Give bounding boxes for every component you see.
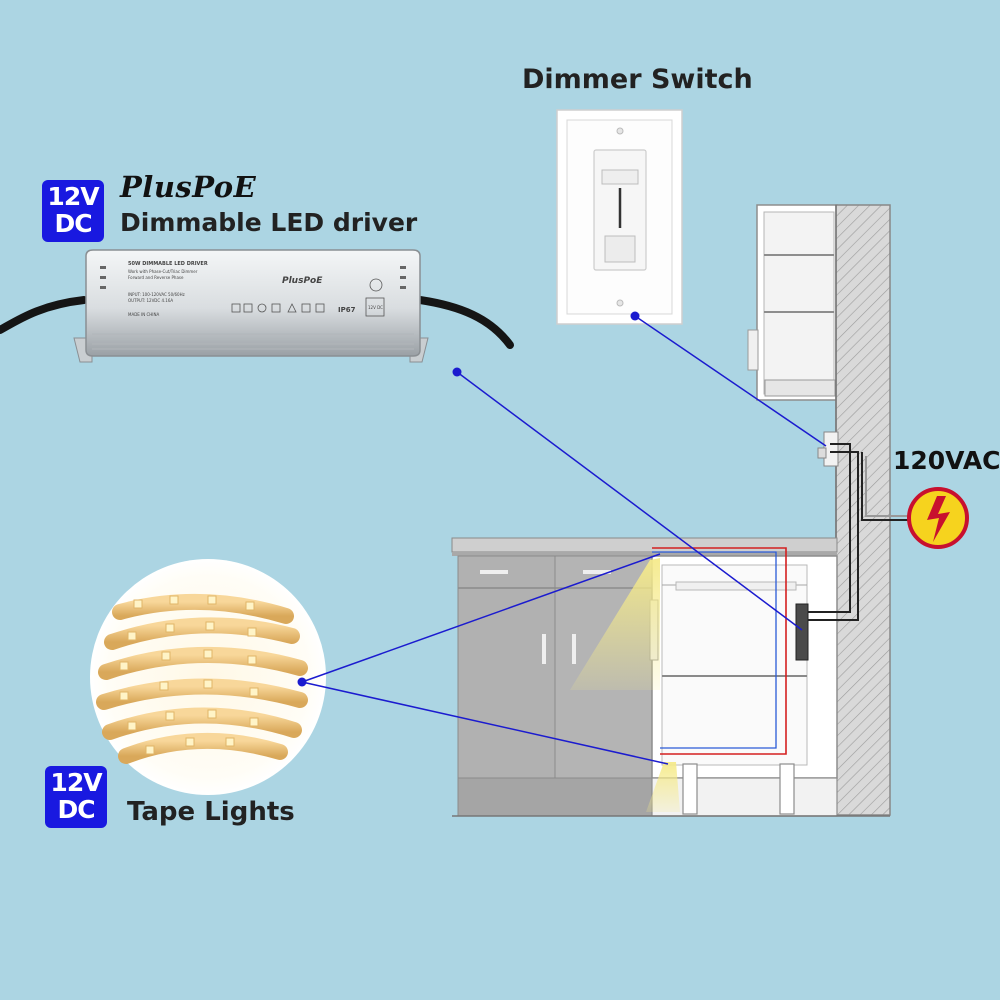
driver-output-cable	[416, 296, 514, 349]
badge-line1: 12V	[47, 182, 99, 211]
callout-lines	[301, 315, 827, 765]
mains-feed	[861, 452, 912, 521]
driver-dim-knob	[369, 278, 383, 292]
countertop	[451, 537, 838, 553]
live-wire	[652, 547, 787, 755]
driver-label-brand: PlusPoE	[282, 276, 323, 286]
mains-wire-1	[808, 443, 851, 613]
dimmer-callout-line	[634, 315, 827, 447]
dimmer-toggle	[604, 235, 636, 263]
upper-cabinet	[747, 204, 838, 401]
callout-dots	[297, 311, 640, 687]
installed-driver-box	[795, 603, 809, 661]
mains-wire-2	[808, 451, 859, 621]
dimmer-slider-knob	[601, 169, 639, 185]
driver-label-title: 50W DIMMABLE LED DRIVER	[128, 261, 208, 267]
tape-callout-line-upper	[301, 553, 661, 683]
driver-voltage-text: 12V DC	[368, 305, 383, 310]
dimmer-switch-plate	[556, 109, 683, 325]
lightning-hazard-icon	[907, 487, 969, 549]
driver-callout-line	[456, 371, 803, 631]
driver-label-made: MADE IN CHINA	[128, 312, 159, 317]
driver-label-spec1: Work with Phase-Cut/Triac Dimmer	[128, 269, 198, 274]
lower-light-beam	[646, 762, 680, 812]
dimmer-callout-dot	[630, 311, 640, 321]
tape-callout-line-lower	[301, 681, 669, 765]
brand-logo: PlusPoE	[120, 170, 257, 204]
tape-led-chips	[119, 595, 259, 755]
driver-label-rating: IP67	[338, 306, 356, 314]
dimmer-switch-title: Dimmer Switch	[522, 64, 753, 95]
badge-line2: DC	[57, 795, 95, 824]
driver-label-spec2: Forward and Reverse Phase	[128, 275, 184, 280]
tape-callout-dot	[297, 677, 307, 687]
driver-title: Dimmable LED driver	[120, 208, 418, 237]
tape-voltage-badge: 12V DC	[45, 766, 107, 828]
upper-light-beam	[570, 558, 660, 690]
tape-lights-title: Tape Lights	[127, 797, 295, 827]
badge-line2: DC	[54, 209, 92, 238]
driver-callout-dot	[452, 367, 462, 377]
driver-voltage-badge: 12V DC	[42, 180, 104, 242]
driver-voltage-box	[365, 297, 385, 317]
driver-housing	[85, 249, 421, 357]
badge-line1: 12V	[50, 768, 102, 797]
driver-label-spec3: INPUT: 100-120VAC 50/60Hz	[128, 292, 185, 297]
driver-input-cable	[0, 296, 88, 334]
mains-feed-grey	[865, 456, 912, 517]
tape-lights-photo	[90, 559, 326, 795]
certification-icons	[231, 303, 325, 313]
neutral-wire	[652, 551, 777, 749]
cabinet-interior	[649, 555, 838, 779]
mains-voltage-label: 120VAC	[893, 446, 1000, 475]
led-driver-unit: 50W DIMMABLE LED DRIVER Work with Phase-…	[0, 249, 514, 363]
kitchen-cross-section	[451, 204, 912, 817]
driver-label-spec4: OUTPUT: 12VDC 4.16A	[128, 298, 173, 303]
